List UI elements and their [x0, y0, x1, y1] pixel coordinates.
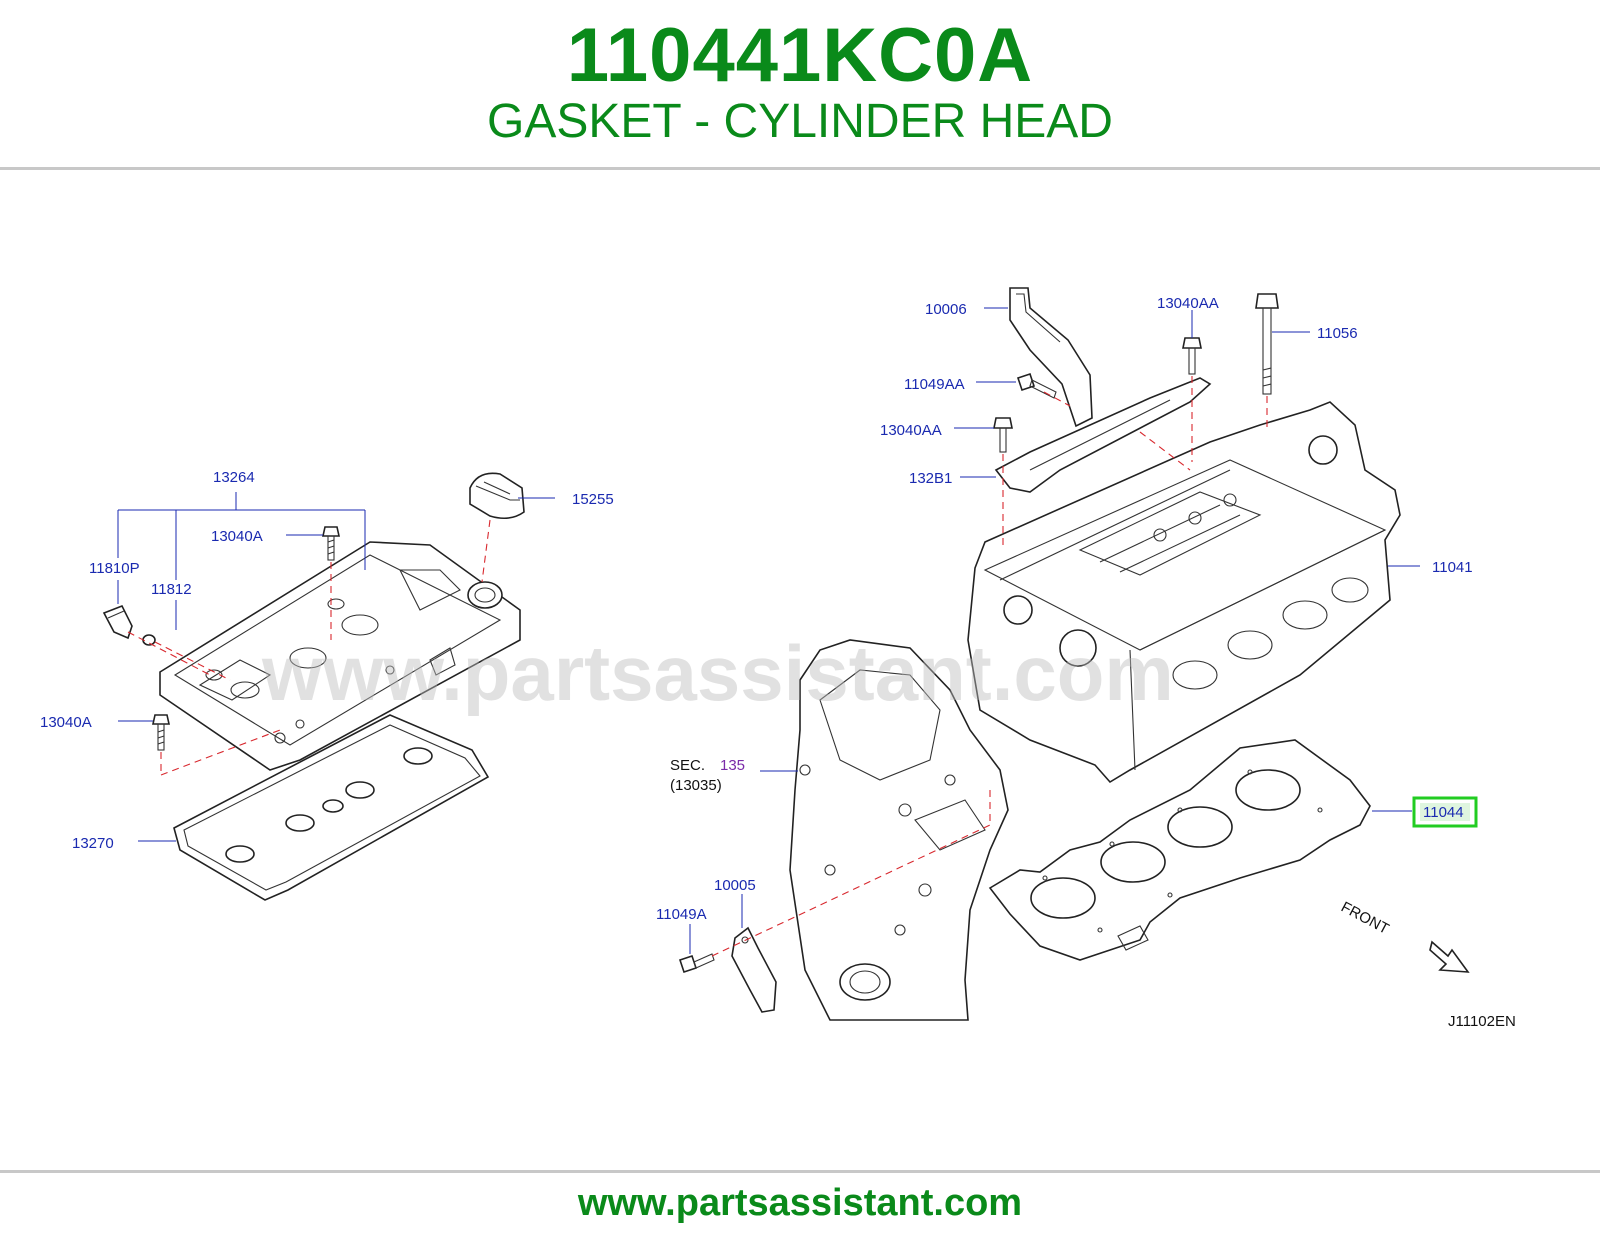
bolt-11049AA-drawing — [1016, 372, 1057, 399]
diagram-code: J11102EN — [1448, 1013, 1516, 1030]
callout-10006[interactable]: 10006 — [925, 301, 967, 318]
footer-divider — [0, 1170, 1600, 1173]
bracket-132B1-drawing — [994, 377, 1212, 493]
front-arrow-icon — [1429, 940, 1470, 973]
pcv-valve-drawing — [102, 604, 156, 646]
bolt-11056-drawing — [1255, 293, 1279, 395]
watermark-text: www.partsassistant.com — [261, 629, 1174, 717]
cylinder-head-gasket-drawing — [988, 739, 1371, 961]
right-leader-lines — [689, 307, 1420, 954]
callout-11049AA[interactable]: 11049AA — [904, 376, 965, 393]
front-label: FRONT — [1338, 899, 1392, 938]
callout-11812[interactable]: 11812 — [151, 581, 192, 598]
rocker-cover-drawing — [159, 541, 521, 771]
bolt-13040A-top-drawing — [322, 526, 340, 561]
bolt-13040A-bottom-drawing — [152, 714, 170, 751]
header: 110441KC0A GASKET - CYLINDER HEAD — [0, 0, 1600, 168]
left-dashed-guides — [127, 519, 491, 776]
highlight-fill-11044 — [1420, 803, 1470, 821]
timing-cover-drawing — [789, 639, 1009, 1021]
callout-11041[interactable]: 11041 — [1432, 559, 1473, 576]
plate-10005-drawing — [731, 926, 777, 1013]
part-number-title: 110441KC0A — [566, 13, 1034, 98]
highlight-box-11044 — [1412, 796, 1478, 828]
callout-13040A-bottom[interactable]: 13040A — [40, 714, 92, 731]
callout-11049A[interactable]: 11049A — [656, 906, 707, 923]
rocker-cover-gasket-drawing — [173, 714, 490, 901]
bolt-13040AA-mid-drawing — [993, 417, 1013, 453]
callout-13264[interactable]: 13264 — [213, 469, 255, 486]
cylinder-head-drawing — [967, 401, 1401, 784]
callout-15255[interactable]: 15255 — [572, 491, 614, 508]
bolt-11049A-drawing — [678, 953, 715, 974]
callout-11056[interactable]: 11056 — [1317, 325, 1358, 342]
right-dashed-guides — [711, 376, 1268, 957]
parts-diagram: www.partsassistant.com 13264 15255 13040… — [0, 170, 1600, 1170]
callout-11044[interactable]: 11044 — [1423, 804, 1464, 821]
callout-13040AA-mid[interactable]: 13040AA — [880, 422, 942, 439]
parts-diagram-svg: www.partsassistant.com 13264 15255 13040… — [40, 287, 1516, 1030]
callout-sec-label: SEC. — [670, 757, 705, 774]
oil-filler-cap-drawing — [469, 472, 525, 520]
left-leader-lines — [117, 492, 555, 842]
bolt-13040AA-top-drawing — [1182, 337, 1202, 375]
header-divider — [0, 167, 1600, 170]
part-name-subtitle: GASKET - CYLINDER HEAD — [487, 95, 1113, 148]
callout-13040AA-top[interactable]: 13040AA — [1157, 295, 1219, 312]
callout-sec-135[interactable]: 135 — [720, 757, 745, 774]
callout-132B1[interactable]: 132B1 — [909, 470, 952, 487]
footer-url-link[interactable]: www.partsassistant.com — [577, 1182, 1023, 1224]
callout-10005[interactable]: 10005 — [714, 877, 756, 894]
callout-13040A-top[interactable]: 13040A — [211, 528, 263, 545]
callout-11810P[interactable]: 11810P — [89, 560, 140, 577]
engine-slinger-drawing — [1009, 287, 1093, 428]
callout-sec-ref: (13035) — [670, 777, 722, 794]
callout-13270[interactable]: 13270 — [72, 835, 114, 852]
